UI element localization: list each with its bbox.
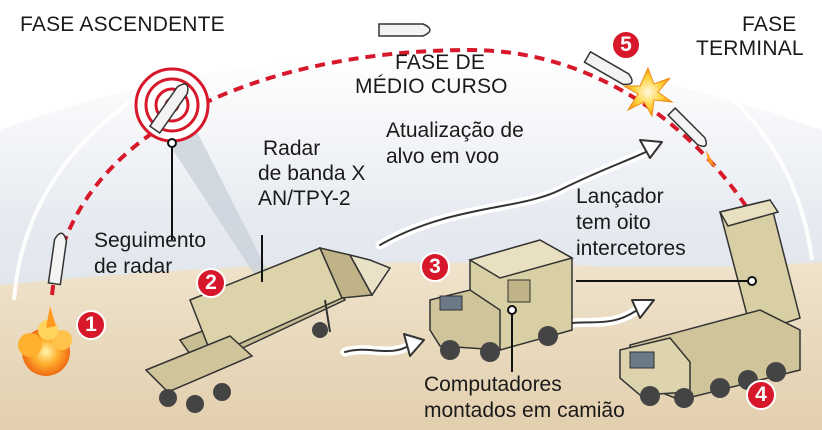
atualizacao-label-line1: Atualização de xyxy=(386,119,524,142)
computadores-label-line1: Computadores xyxy=(424,373,562,396)
step-badge-5: 5 xyxy=(611,30,641,60)
step-badge-2: 2 xyxy=(196,268,226,298)
radar-label-line3: AN/TPY-2 xyxy=(258,187,351,210)
missile-midcourse xyxy=(378,23,431,37)
interceptor-missile xyxy=(667,107,708,148)
phase-medio-label-line1: FASE DE xyxy=(395,51,486,74)
radar-label-line2: de banda X xyxy=(258,162,366,185)
lancador-label-line3: intercetores xyxy=(576,237,686,260)
phase-terminal-label-line1: FASE xyxy=(742,13,797,36)
lancador-label-line2: tem oito xyxy=(576,211,651,234)
lancador-label-line1: Lançador xyxy=(576,185,664,208)
phase-medio-label-line2: MÉDIO CURSO xyxy=(355,75,508,98)
phase-ascendente-label: FASE ASCENDENTE xyxy=(20,13,225,36)
radar-label-line1: Radar xyxy=(263,137,321,160)
phase-terminal-label-line2: TERMINAL xyxy=(696,37,804,60)
launcher-truck xyxy=(576,199,801,408)
leader-dot xyxy=(167,138,177,148)
step-badge-1: 1 xyxy=(76,310,106,340)
computadores-label-line2: montados em camião xyxy=(424,399,625,422)
step-badge-4: 4 xyxy=(746,380,776,410)
missile-launch xyxy=(47,232,68,286)
intercept-explosion xyxy=(622,66,674,118)
missile-terminal xyxy=(583,50,633,86)
seguimento-label-line1: Seguimento xyxy=(94,229,207,252)
radar-vehicle xyxy=(144,246,392,413)
radar-beam xyxy=(150,115,272,286)
missile-trajectory xyxy=(50,47,754,296)
computer-truck xyxy=(429,239,574,372)
seguimento-label-line2: de radar xyxy=(94,255,173,278)
atualizacao-label-line2: alvo em voo xyxy=(386,145,500,168)
interceptor-exhaust xyxy=(706,150,716,168)
sky-outline xyxy=(12,5,814,301)
step-badge-3: 3 xyxy=(420,252,450,282)
arrow-heads xyxy=(403,139,663,357)
launch-fireball xyxy=(18,306,72,376)
enemy-missile-tracked xyxy=(148,83,189,135)
